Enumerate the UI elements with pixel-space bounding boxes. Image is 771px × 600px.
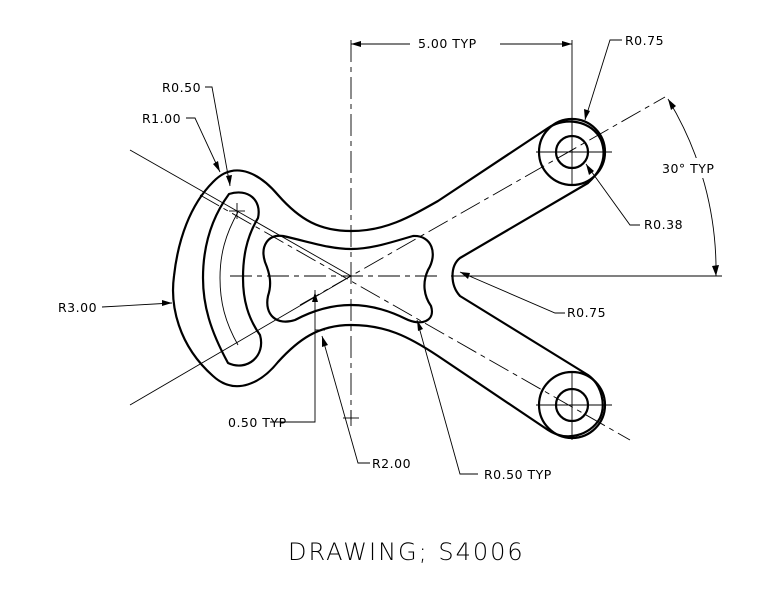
arrowhead [712,265,719,276]
part-outline [171,117,607,440]
dim-r100: R1.00 [142,111,181,126]
dim-angle-typ: 30° TYP [662,161,714,176]
dim-r075-top: R0.75 [625,33,664,48]
arrowhead [460,272,470,279]
leader-r300 [101,302,173,308]
slot-centerline [219,211,239,346]
dim-r200: R2.00 [372,456,411,471]
dim-r300: R3.00 [58,300,97,315]
dim-r075-vertex: R0.75 [567,305,606,320]
dim-r038: R0.38 [644,217,683,232]
leader-r038 [585,163,640,226]
boss-top-outer [537,117,607,187]
arrowhead [586,164,594,175]
leader-r100 [186,117,221,173]
angle-label-bg [658,158,736,178]
arrowhead [226,175,232,186]
hole-bottom [554,387,590,423]
arrowhead [584,109,590,120]
arrowhead [562,41,572,47]
diagonal-centerline-up [299,96,666,306]
dim-r050-slot: R0.50 [162,80,201,95]
arrowhead [322,336,328,347]
dimensions: 5.00 TYP R0.75 R0.38 30° TYP R0.75 R0.50… [58,33,736,482]
arrowhead [668,99,676,110]
boss-bottom-outer [537,370,607,440]
drawing-title: DRAWING; S4006 [288,538,525,566]
leader-050-typ [270,290,316,423]
hole-top [554,134,590,170]
arrowhead [417,320,423,331]
radial-line [129,149,352,277]
angle-arc [667,98,717,277]
arrowhead [351,41,361,47]
leader-r050-slot [205,86,231,187]
arrowhead [312,292,318,302]
center-lines [199,40,722,441]
arrowhead [213,161,220,172]
leader-r050-typ [416,319,478,475]
central-pocket [262,234,434,324]
arrowhead [162,300,172,306]
dim-gap-typ: 0.50 TYP [228,415,287,430]
diagonal-centerline-down [199,194,631,441]
leader-r075-vertex [459,271,565,314]
leader-r075-top [584,39,622,121]
outer-profile [171,120,605,438]
leader-r200 [321,335,370,464]
dim-r050-typ: R0.50 TYP [484,467,552,482]
dim-width-typ: 5.00 TYP [418,36,477,51]
curved-slot [201,191,263,367]
